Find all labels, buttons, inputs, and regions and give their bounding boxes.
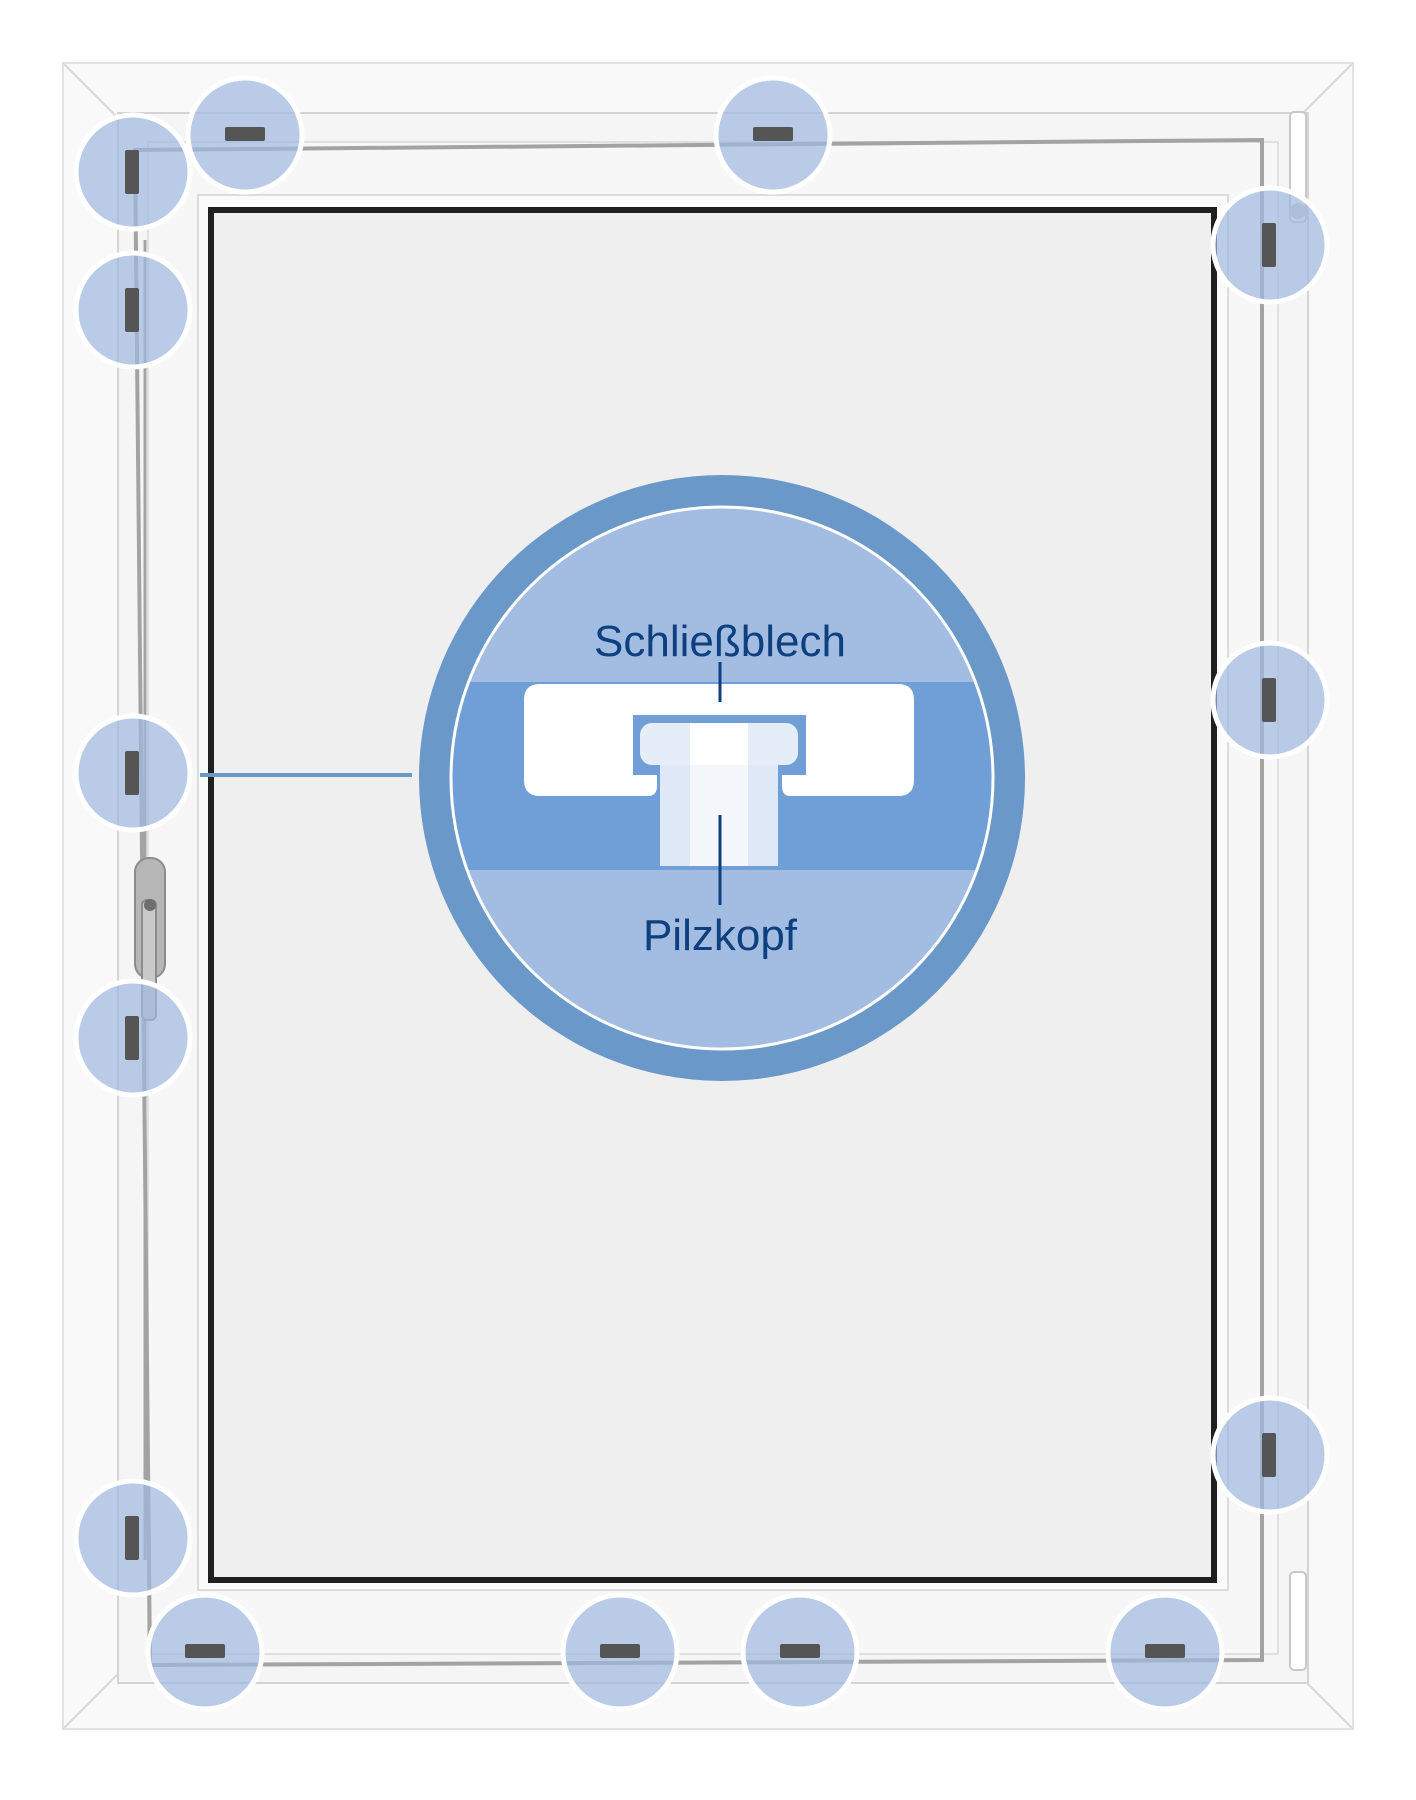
detail-callout: Schließblech Pilzkopf bbox=[419, 475, 1025, 1081]
lock-point-marker bbox=[740, 1592, 860, 1712]
label-pilzkopf: Pilzkopf bbox=[643, 911, 798, 960]
lock-point-marker bbox=[1105, 1592, 1225, 1712]
lock-point-marker bbox=[145, 1592, 265, 1712]
lock-point-marker bbox=[73, 713, 193, 833]
lock-point-marker bbox=[713, 75, 833, 195]
strike-plate bbox=[524, 684, 914, 796]
lock-point-marker bbox=[185, 75, 305, 195]
lock-point-markers bbox=[73, 75, 1330, 1712]
lock-point-marker bbox=[560, 1592, 680, 1712]
lock-point-marker bbox=[73, 978, 193, 1098]
lock-point-marker bbox=[1210, 640, 1330, 760]
lock-point-marker bbox=[1210, 185, 1330, 305]
hinge-icon bbox=[1289, 111, 1307, 1671]
lock-point-marker bbox=[73, 112, 193, 232]
lock-point-marker bbox=[73, 1478, 193, 1598]
lock-point-marker bbox=[73, 250, 193, 370]
lock-point-marker bbox=[1210, 1395, 1330, 1515]
label-schliessblech: Schließblech bbox=[594, 617, 846, 666]
